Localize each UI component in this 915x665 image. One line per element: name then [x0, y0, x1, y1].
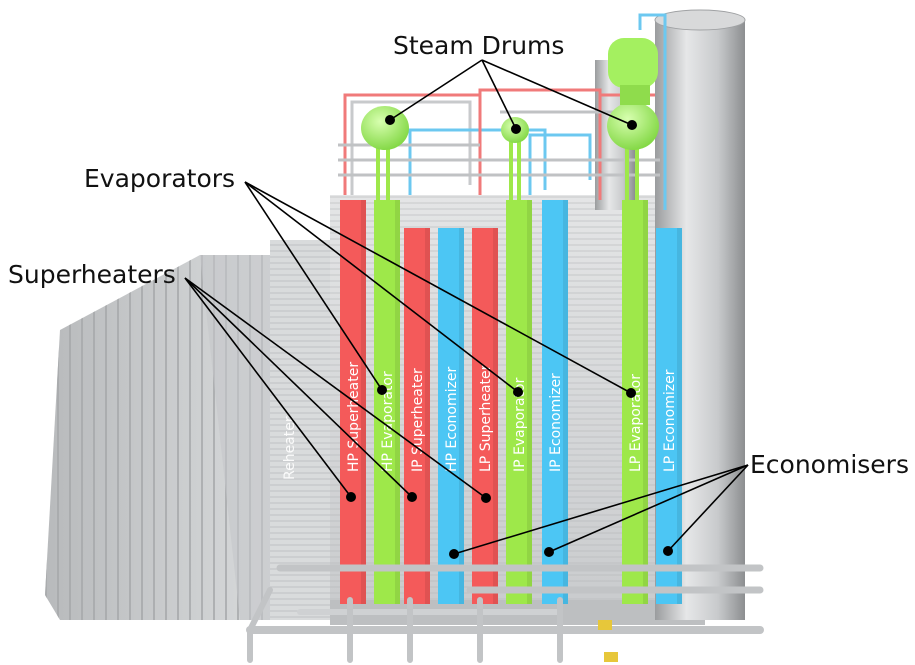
inlet-duct	[45, 255, 300, 620]
economizer-module	[542, 200, 568, 604]
module-label: HP Superheater	[346, 362, 362, 472]
module-label: IP Superheater	[410, 368, 426, 472]
valves	[598, 620, 618, 662]
deaerator	[608, 38, 658, 88]
evaporator-module	[622, 200, 648, 604]
bottom-headers	[246, 564, 764, 663]
leader-lines	[184, 59, 749, 555]
superheater-module	[340, 200, 366, 604]
module-shade	[493, 228, 498, 604]
hp-steam-drum	[361, 106, 409, 150]
module-shade	[395, 200, 400, 604]
module-shade	[527, 200, 532, 604]
superheaters-callout: Superheaters	[8, 260, 176, 289]
module-shade	[459, 228, 464, 604]
steam-drums	[361, 38, 659, 150]
evaporators-callout: Evaporators	[84, 164, 236, 193]
module-label: HP Economizer	[444, 367, 460, 472]
drum-risers	[376, 130, 639, 200]
top-piping	[338, 13, 667, 210]
module-label: LP Superheater	[478, 364, 494, 472]
module-shade	[643, 200, 648, 604]
module-shade	[677, 228, 682, 604]
leader-dots	[346, 115, 673, 559]
reheater-label: Reheater	[282, 416, 298, 480]
evaporator-module	[374, 200, 400, 604]
module-label: LP Economizer	[662, 369, 678, 472]
module-shade	[563, 200, 568, 604]
heat-exchanger-modules: HP Superheater HP Evaporator IP Superheate…	[340, 200, 682, 604]
steam-drums-callout: Steam Drums	[393, 31, 565, 60]
module-label: LP Evaporator	[628, 374, 644, 472]
superheater-module	[404, 228, 430, 604]
module-shade	[425, 228, 430, 604]
module-shade	[361, 200, 366, 604]
economisers-callout: Economisers	[750, 450, 909, 479]
module-label: IP Economizer	[548, 373, 564, 472]
module-label: HP Evaporator	[380, 371, 396, 472]
module-label: IP Evaporator	[512, 377, 528, 472]
